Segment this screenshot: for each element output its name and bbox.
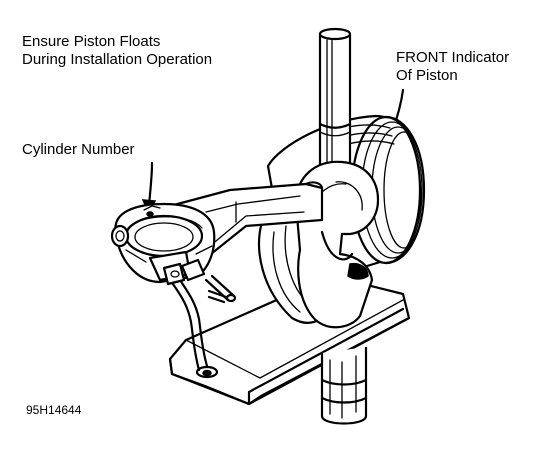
cylinder-number-stamp	[143, 205, 161, 217]
locator-pin	[204, 274, 237, 303]
fixture-lower-post	[320, 347, 368, 425]
fixture-upper-post	[318, 27, 352, 178]
piston-floats-label-line2: During Installation Operation	[22, 51, 213, 68]
rod-cap-bolt-right	[162, 258, 206, 286]
front-indicator-label-line1: FRONT Indicator	[396, 49, 510, 66]
piston-floats-label-line1: Ensure Piston Floats	[22, 33, 161, 50]
rod-cap-bolt-left	[110, 224, 130, 248]
cylinder-number-label: Cylinder Number	[22, 141, 135, 158]
figure-code: 95H14644	[26, 403, 82, 417]
front-indicator-label-line2: Of Piston	[396, 67, 458, 84]
